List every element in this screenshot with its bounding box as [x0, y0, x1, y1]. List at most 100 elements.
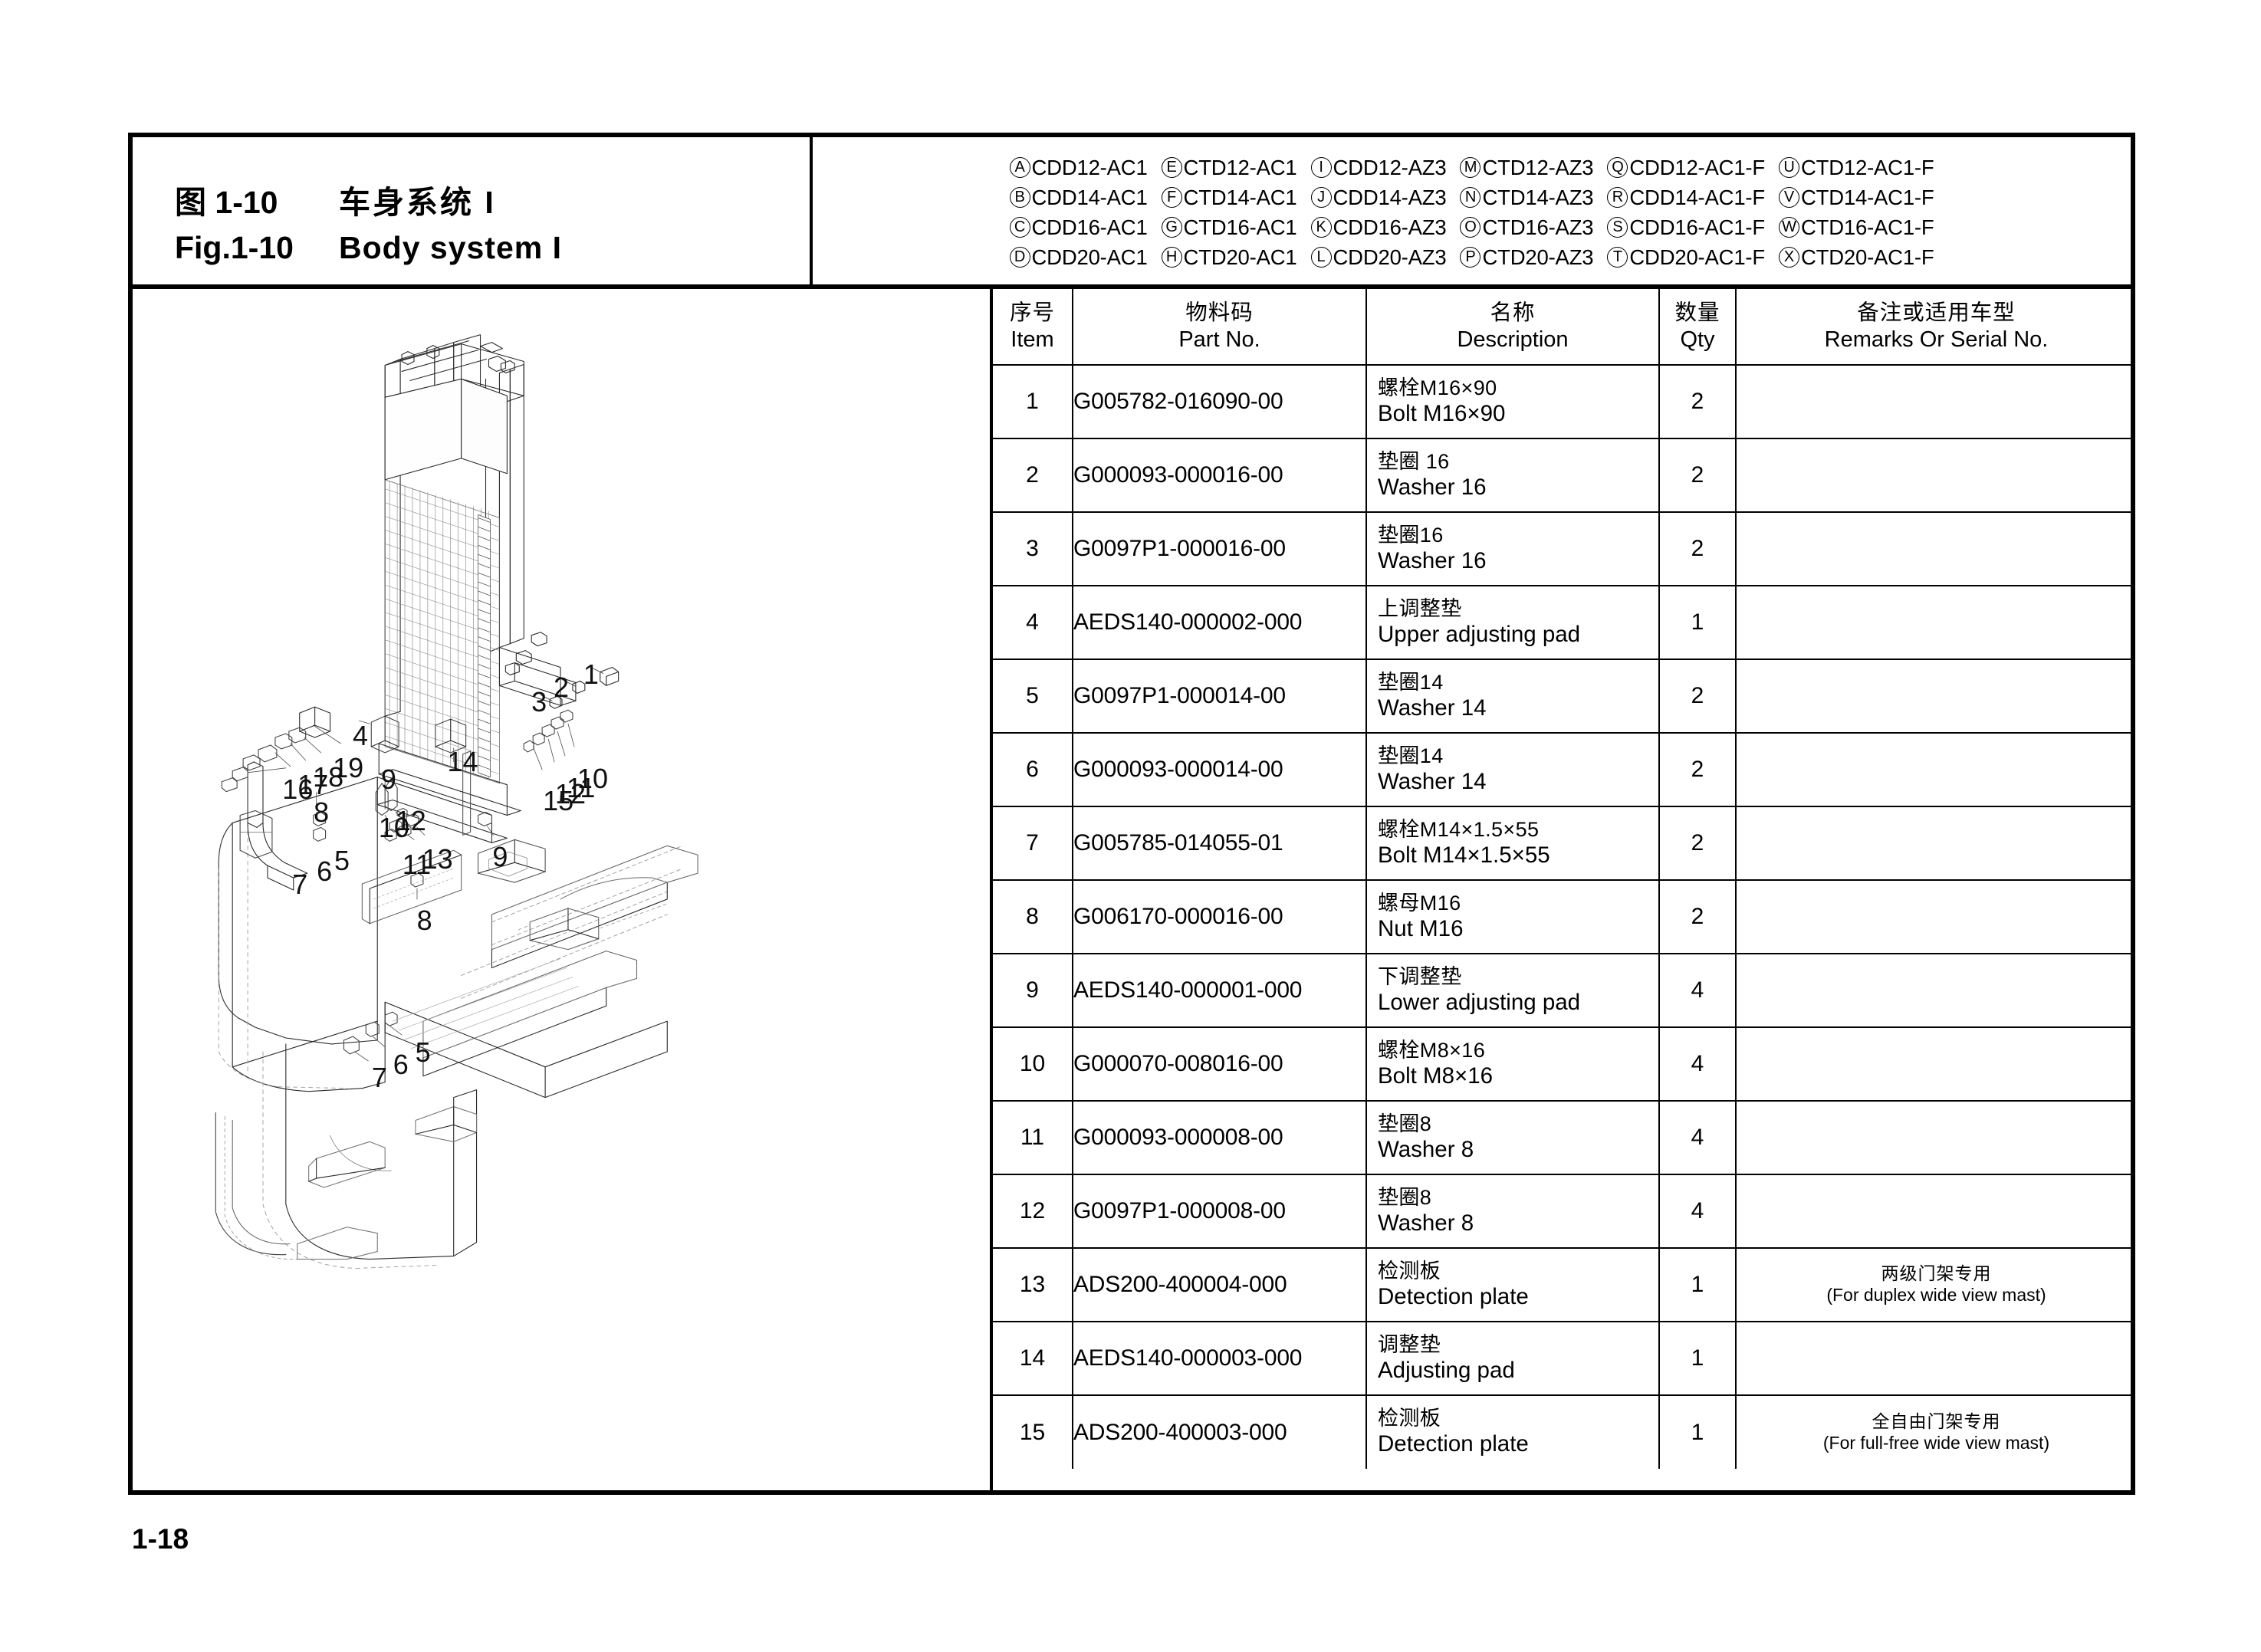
drawing-callout-number: 1 [583, 658, 599, 690]
cell-item-number: 4 [993, 586, 1073, 660]
model-code-text: CTD12-AZ3 [1482, 155, 1594, 179]
page-number: 1-18 [132, 1523, 189, 1555]
description-english: Upper adjusting pad [1378, 621, 1581, 647]
model-code-text: CDD14-AZ3 [1333, 185, 1447, 209]
cell-item-number: 6 [993, 733, 1073, 807]
circled-letter-mark: W [1778, 217, 1799, 238]
cell-quantity: 1 [1659, 1322, 1737, 1396]
circled-letter-mark: Q [1607, 156, 1628, 178]
cell-part-number: ADS200-400003-000 [1073, 1395, 1367, 1469]
drawing-callout-number: 15 [543, 784, 574, 816]
cell-remarks: 全自由门架专用(For full-free wide view mast) [1736, 1395, 2131, 1469]
description-english: Detection plate [1378, 1283, 1529, 1309]
circled-letter-mark: V [1778, 186, 1799, 208]
cell-item-number: 7 [993, 806, 1073, 881]
cell-remarks [1736, 1101, 2131, 1175]
drawing-callout-number: 3 [531, 686, 547, 718]
circled-letter-mark: J [1310, 186, 1332, 208]
model-code-text: CTD20-AZ3 [1482, 245, 1594, 270]
drawing-callout-number: 14 [447, 745, 478, 777]
circled-letter-mark: B [1009, 186, 1030, 208]
cell-remarks [1736, 1174, 2131, 1249]
drawing-callout-number: 10 [378, 811, 409, 843]
cell-part-number: G0097P1-000008-00 [1073, 1174, 1367, 1249]
drawing-callout-number: 11 [566, 771, 596, 803]
model-code-text: CTD14-AC1-F [1800, 185, 1934, 209]
model-code-text: CTD14-AC1 [1183, 185, 1297, 209]
cell-remarks [1736, 659, 2131, 734]
description-english: Washer 14 [1378, 695, 1487, 721]
description-english: Washer 8 [1378, 1136, 1474, 1162]
cell-remarks [1736, 1322, 2131, 1396]
parts-list-table: 序号 Item 物料码 Part No. 名称 [993, 289, 2131, 1469]
cell-quantity: 2 [1659, 438, 1737, 513]
description-chinese: 垫圈14 [1378, 744, 1444, 767]
model-code-text: CDD16-AC1 [1031, 215, 1148, 239]
drawing-callout-number: 16 [282, 773, 314, 805]
model-code-text: CDD16-AC1-F [1629, 215, 1765, 239]
col-header-part-no-cn: 物料码 [1185, 301, 1254, 326]
cell-quantity: 2 [1659, 512, 1737, 586]
drawing-callout-number: 5 [415, 1036, 431, 1069]
model-code-text: CDD12-AZ3 [1333, 155, 1447, 179]
cell-quantity: 4 [1659, 1174, 1737, 1249]
description-english: Washer 14 [1378, 768, 1487, 794]
cell-part-number: G005785-014055-01 [1073, 806, 1367, 881]
circled-letter-mark: G [1161, 217, 1182, 238]
cell-quantity: 2 [1659, 806, 1737, 881]
model-code-text: CTD20-AC1 [1183, 245, 1297, 270]
circled-letter-mark: M [1460, 156, 1481, 178]
col-header-item-en: Item [1011, 327, 1054, 352]
model-code-text: CDD20-AC1 [1031, 245, 1148, 270]
circled-letter-mark: P [1460, 247, 1481, 268]
model-code-text: CDD20-AZ3 [1333, 245, 1447, 270]
remarks-chinese: 两级门架专用 [1881, 1263, 1992, 1284]
cell-quantity: 2 [1659, 659, 1737, 734]
circled-letter-mark: K [1310, 217, 1332, 238]
drawing-callout-number: 12 [555, 777, 587, 810]
model-code-text: CDD14-AC1-F [1629, 185, 1765, 209]
model-code-text: CTD16-AZ3 [1482, 215, 1594, 239]
drawing-callout-number: 12 [395, 804, 426, 836]
col-header-item-cn: 序号 [1009, 301, 1055, 326]
drawing-callout-number: 17 [297, 768, 329, 800]
figure-label-cn: 图 1-10 [175, 185, 278, 220]
description-chinese: 垫圈14 [1378, 670, 1444, 694]
cell-part-number: G0097P1-000016-00 [1073, 512, 1367, 586]
cell-item-number: 13 [993, 1248, 1073, 1322]
cell-quantity: 4 [1659, 1027, 1737, 1102]
description-english: Bolt M8×16 [1378, 1062, 1494, 1089]
cell-quantity: 2 [1659, 880, 1737, 954]
col-header-remarks-cn: 备注或适用车型 [1857, 301, 2016, 326]
cell-quantity: 2 [1659, 365, 1737, 439]
model-code-text: CDD20-AC1-F [1629, 245, 1765, 270]
cell-remarks [1736, 1027, 2131, 1102]
circled-letter-mark: A [1009, 156, 1030, 178]
description-english: Adjusting pad [1378, 1357, 1515, 1383]
cell-part-number: G006170-000016-00 [1073, 880, 1367, 954]
